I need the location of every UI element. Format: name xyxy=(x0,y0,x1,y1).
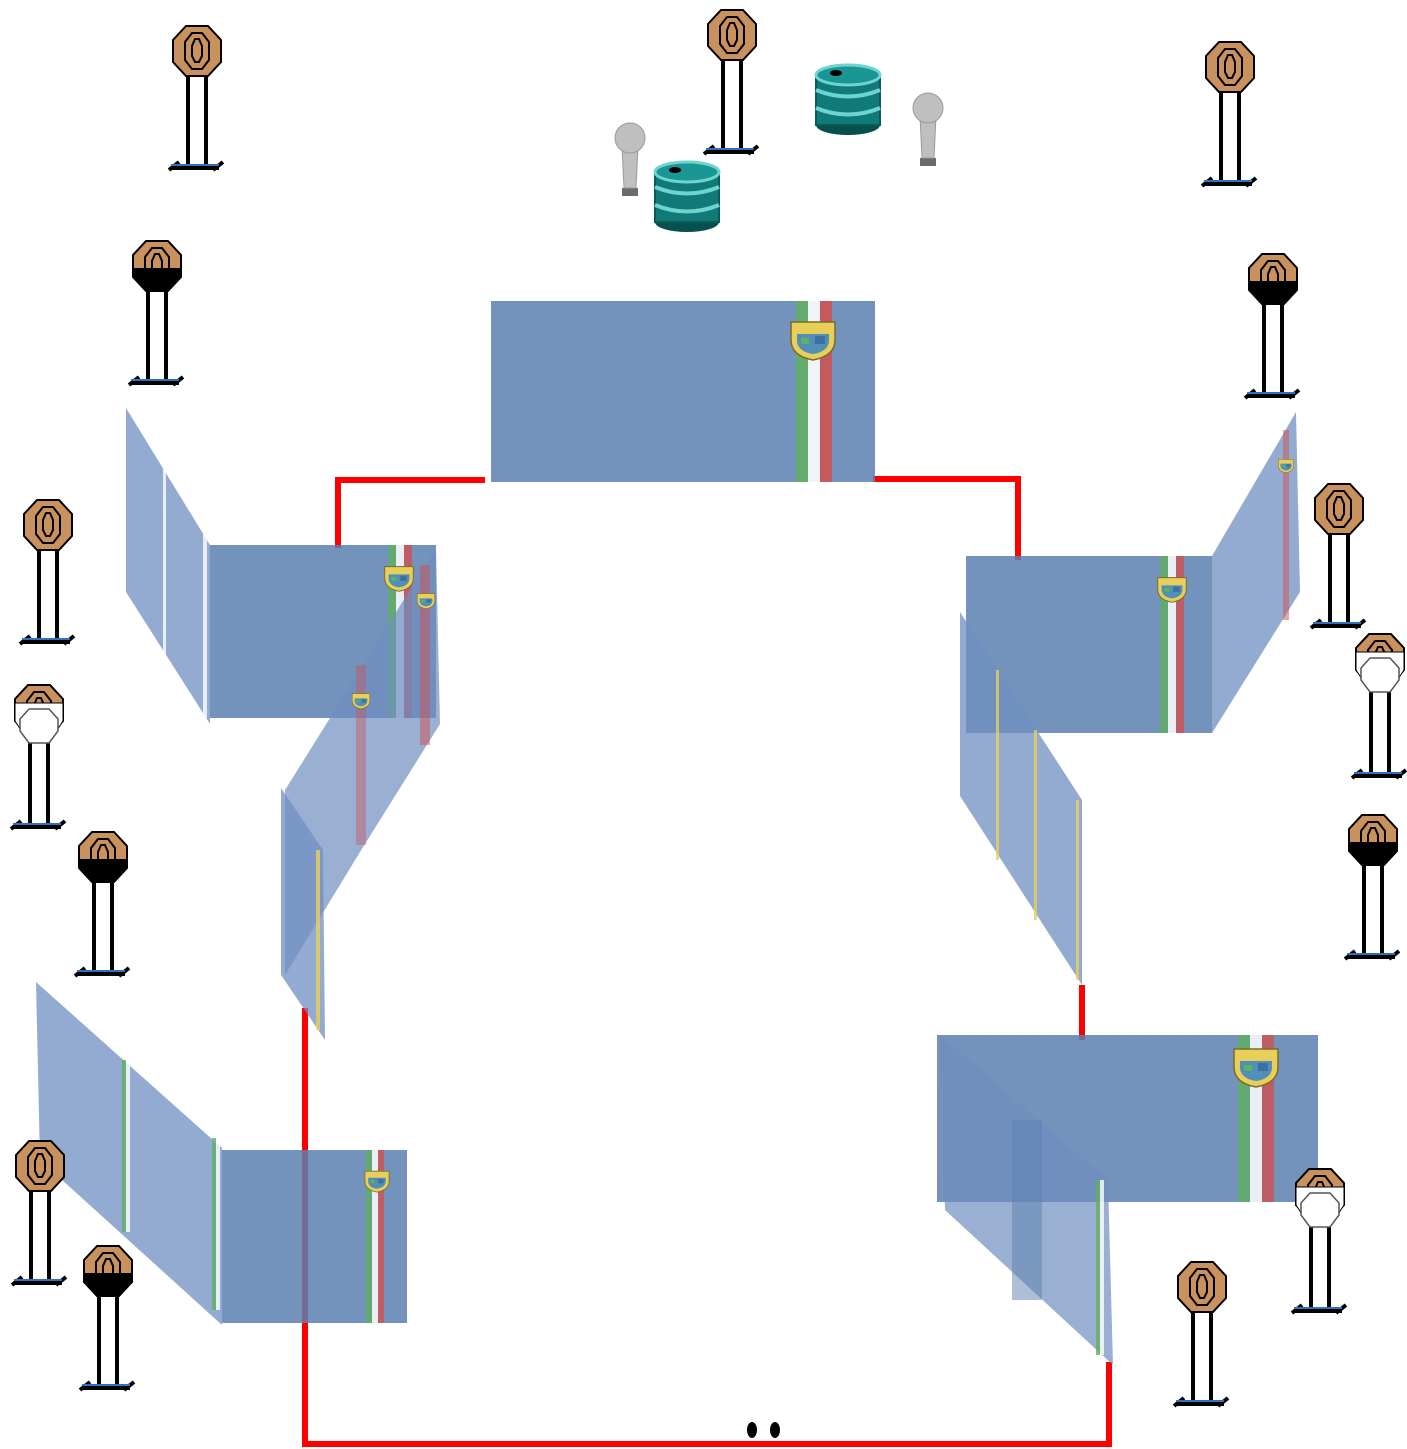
oil-barrel-icon xyxy=(814,63,882,137)
no-shoot-white-target-icon xyxy=(1352,634,1406,778)
no-shoot-white-target-icon xyxy=(11,685,65,829)
partial-black-target-icon xyxy=(1345,815,1399,959)
paper-target-icon xyxy=(1309,482,1367,630)
paper-target-icon xyxy=(1200,40,1258,188)
wall-right-upper xyxy=(960,412,1300,985)
paper-target-icon xyxy=(167,24,225,172)
wall-left-upper xyxy=(126,408,440,1040)
paper-target-icon xyxy=(702,8,760,156)
partial-black-target-icon xyxy=(75,832,129,976)
start-position-icon xyxy=(747,1422,780,1438)
oil-barrel-icon xyxy=(653,160,721,234)
wall-top-center xyxy=(491,301,875,482)
paper-target-icon xyxy=(18,498,76,646)
fault-line-upper-left xyxy=(335,477,485,548)
paper-target-icon xyxy=(1172,1260,1230,1408)
partial-black-target-icon xyxy=(1245,254,1299,398)
wall-left-lower xyxy=(36,982,407,1325)
wall-right-lower xyxy=(937,1035,1318,1365)
partial-black-target-icon xyxy=(129,241,183,385)
steel-popper-icon xyxy=(614,122,646,197)
partial-black-target-icon xyxy=(80,1246,134,1390)
no-shoot-white-target-icon xyxy=(1292,1169,1346,1313)
steel-popper-icon xyxy=(912,92,944,167)
fault-line-upper-right xyxy=(873,476,1021,560)
paper-target-icon xyxy=(10,1139,68,1287)
